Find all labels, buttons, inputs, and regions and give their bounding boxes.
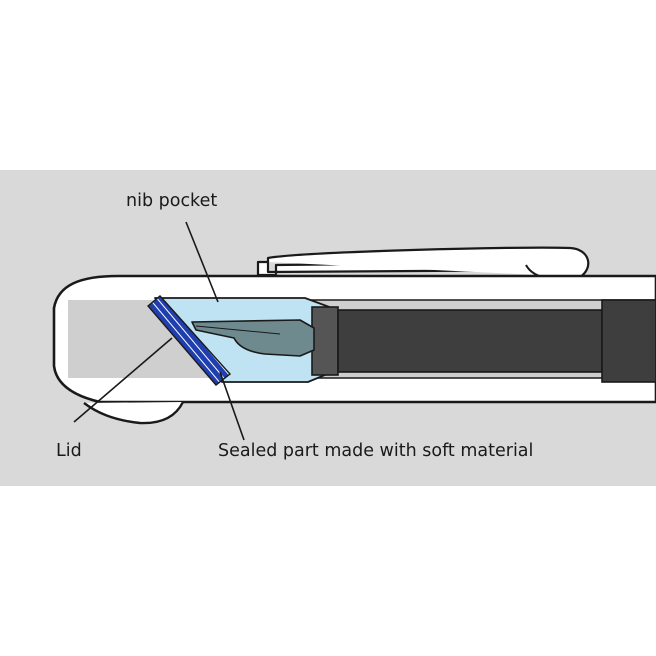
lid-leader (73, 337, 173, 423)
nib-pocket-label: nib pocket (126, 191, 217, 211)
sealed-soft-lid (147, 295, 232, 386)
ink-tube (337, 309, 603, 373)
pen-front-lower (83, 401, 185, 425)
sealed-part-label: Sealed part made with soft material (218, 441, 533, 461)
section-connector (311, 306, 339, 376)
lid-label: Lid (56, 441, 82, 461)
nib-slit (195, 325, 281, 335)
pocket-clip (256, 246, 590, 281)
sealed-part-leader (219, 371, 245, 441)
nib-pocket-leader (185, 221, 219, 303)
ink-tube-end (601, 299, 656, 383)
